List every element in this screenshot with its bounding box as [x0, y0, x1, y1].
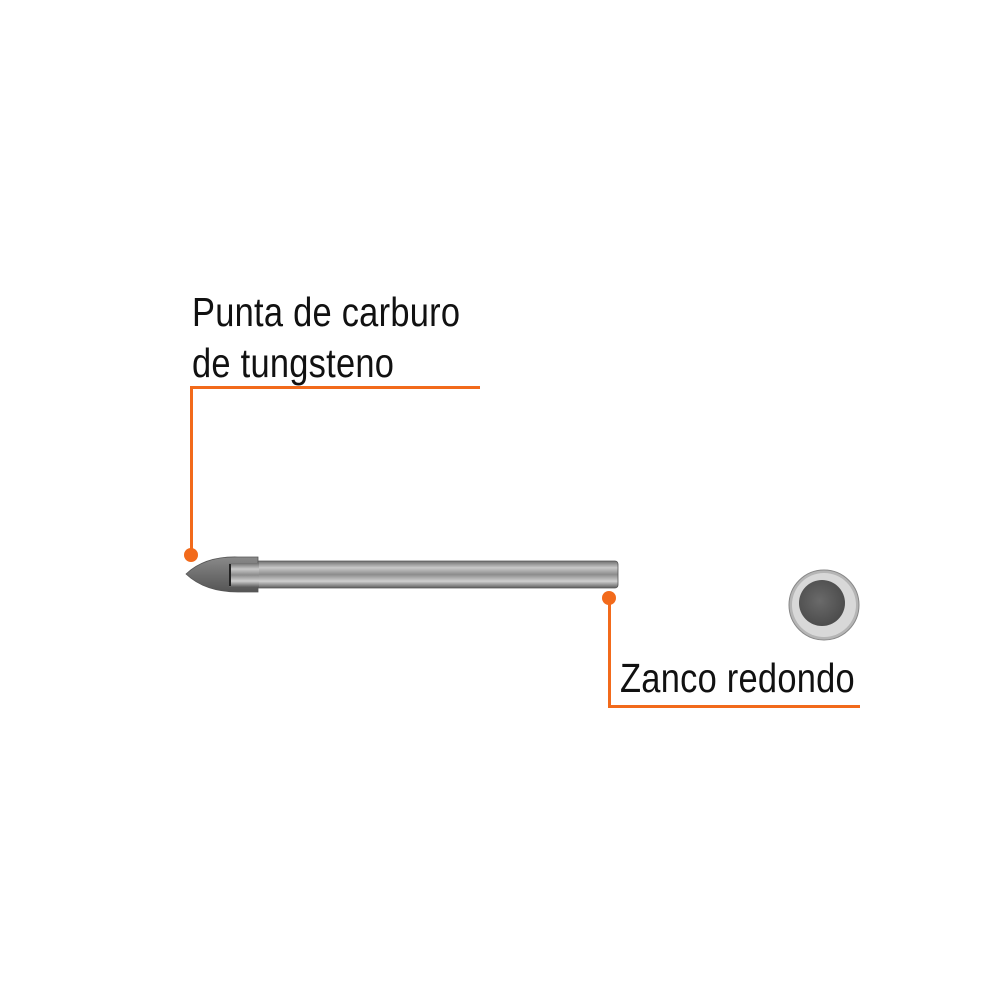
tip-collar: [229, 563, 259, 587]
shank-body: [227, 560, 619, 589]
shank-callout-label: Zanco redondo: [620, 655, 855, 701]
tip-callout-horizontal-line: [190, 386, 480, 389]
tip-callout-dot: [184, 548, 198, 562]
tip-callout-label-line1: Punta de carburo: [192, 289, 461, 335]
round-shank-cross-section-icon: [788, 569, 860, 641]
tip-callout-label-line2: de tungsteno: [192, 340, 395, 386]
tip-callout-vertical-line: [190, 386, 193, 552]
shank-callout-horizontal-line: [608, 705, 860, 708]
shank-callout-vertical-line: [608, 598, 611, 708]
